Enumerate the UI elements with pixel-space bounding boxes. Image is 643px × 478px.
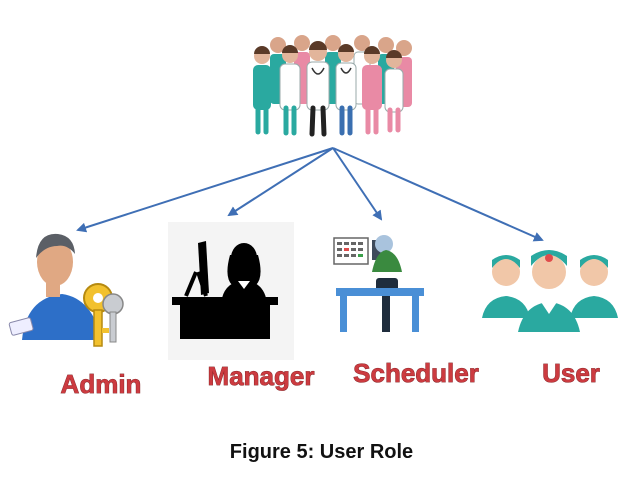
role-arrows	[76, 147, 544, 242]
arrow-to-manager	[227, 147, 334, 217]
scheduler-desk-icon	[333, 235, 424, 332]
role-label-scheduler: Scheduler	[353, 358, 479, 388]
medical-staff-group-icon	[253, 35, 412, 137]
admin-key-icon	[8, 233, 124, 347]
arrow-to-scheduler	[332, 147, 383, 221]
role-label-manager: Manager	[208, 361, 315, 391]
arrow-to-user	[332, 147, 544, 242]
role-label-user: User	[542, 358, 600, 388]
arrow-to-admin	[76, 147, 334, 233]
manager-desk-icon	[168, 222, 294, 360]
nurses-group-icon	[482, 250, 618, 332]
role-label-admin: Admin	[61, 369, 142, 399]
figure-caption: Figure 5: User Role	[229, 441, 414, 463]
